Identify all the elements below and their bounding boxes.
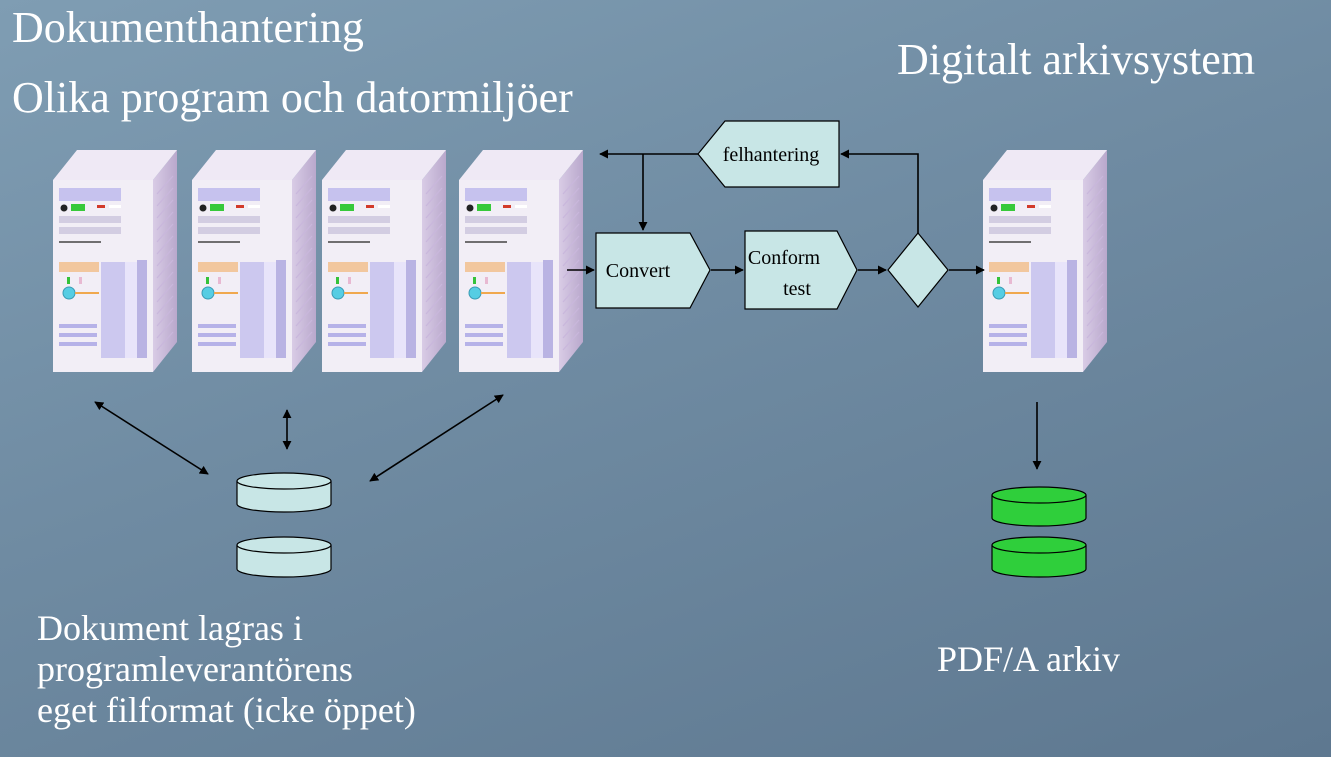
error-handling-label: felhantering [723, 144, 820, 166]
archive-title: Digitalt arkivsystem [897, 35, 1256, 84]
server-icon-1 [52, 149, 178, 373]
archive-storage-icon [991, 486, 1087, 578]
caption-line-3: eget filformat (icke öppet) [37, 690, 416, 731]
error-handling-shape [697, 120, 840, 188]
arrow-decision-to-error [840, 149, 919, 233]
conform-test-shape [744, 230, 858, 310]
server-icon-3 [321, 149, 447, 373]
decision-diamond [887, 232, 949, 308]
arrow-server1-storage [94, 401, 209, 475]
caption-line-1: Dokument lagras i [37, 608, 303, 648]
server-icon-2 [191, 149, 317, 373]
title-line2: Olika program och datormiljöer [12, 73, 573, 122]
convert-shape [595, 232, 711, 309]
convert-label: Convert [606, 260, 671, 282]
conform-label-line2: test [783, 278, 811, 300]
archive-server-icon [982, 149, 1108, 373]
caption-line-2: programleverantörens [37, 649, 353, 690]
arrow-server3-storage [369, 394, 504, 482]
archive-caption: PDF/A arkiv [937, 639, 1121, 679]
title-line1: Dokumenthantering [12, 3, 364, 52]
source-storage-caption: Dokument lagras i programleverantörens e… [37, 608, 416, 731]
server-icon-4 [458, 149, 584, 373]
conform-label-line1: Conform [748, 247, 821, 269]
source-storage-icon [236, 472, 332, 578]
